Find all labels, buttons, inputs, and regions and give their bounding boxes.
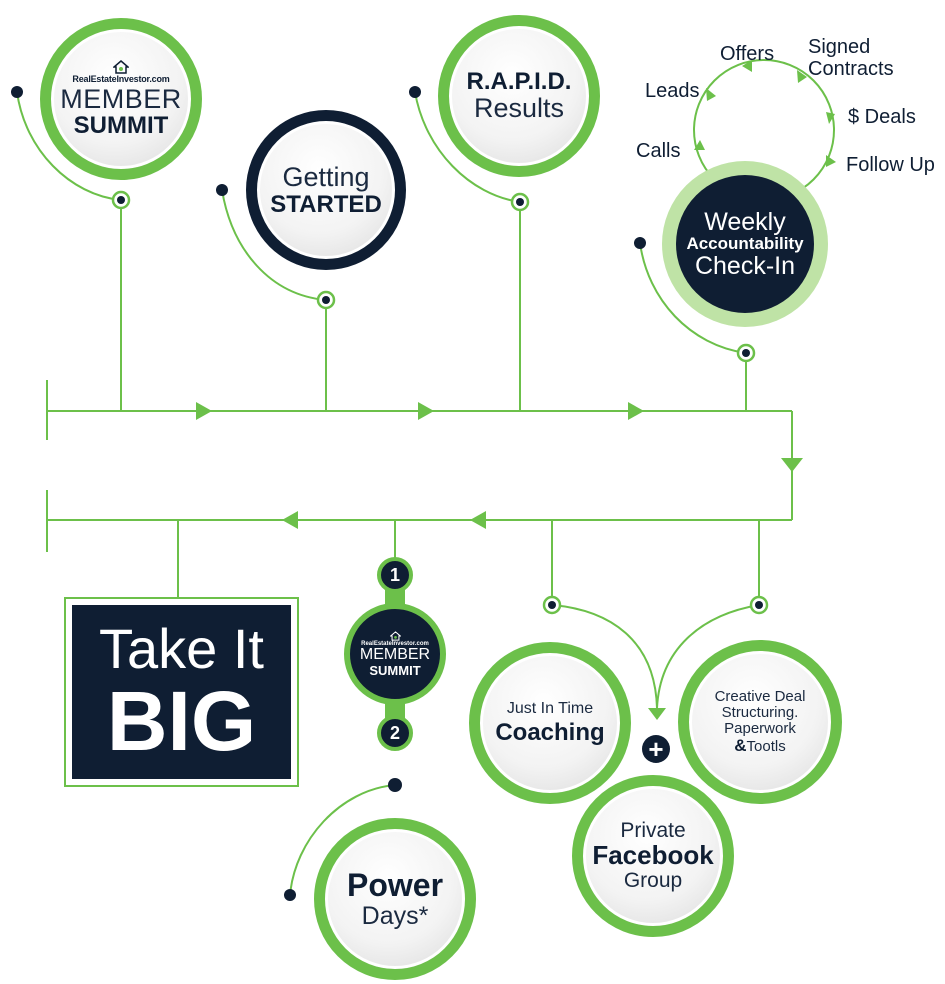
ampersand-text: & xyxy=(734,735,747,755)
step-2-badge: 2 xyxy=(377,715,413,751)
house-logo-icon xyxy=(113,59,129,74)
small-summit-text: SUMMIT xyxy=(369,662,421,678)
weekly-text: Weekly xyxy=(704,207,786,236)
summit-summit-text: SUMMIT xyxy=(73,112,169,140)
results-text: Results xyxy=(473,93,565,124)
cycle-offers-label: Offers xyxy=(720,43,775,65)
member-summit-circle: RealEstateInvestor.com MEMBER SUMMIT xyxy=(40,18,202,180)
rapid-results-circle: R.A.P.I.D. Results xyxy=(438,15,600,177)
checkin-text: Check-In xyxy=(694,251,796,280)
step-1-badge: 1 xyxy=(377,557,413,593)
getting-text: Getting xyxy=(282,162,370,193)
cycle-follow-up-label: Follow Up xyxy=(846,154,935,176)
started-text: STARTED xyxy=(270,190,382,218)
small-summit-logo-text: RealEstateInvestor.com xyxy=(361,640,429,647)
creative-deal-text: Creative Deal xyxy=(714,688,806,706)
plus-icon: + xyxy=(642,735,670,763)
tootls-text: Tootls xyxy=(746,737,786,755)
paperwork-text: Paperwork xyxy=(724,719,796,737)
member-summit-small-circle: RealEstateInvestor.com MEMBER SUMMIT xyxy=(344,603,446,705)
take-it-big-box: Take It BIG xyxy=(64,597,299,787)
private-text: Private xyxy=(620,819,686,843)
cycle-contracts-label: Contracts xyxy=(808,58,894,80)
getting-started-circle: Getting STARTED xyxy=(246,110,406,270)
weekly-checkin-circle: Weekly Accountability Check-In xyxy=(662,161,828,327)
power-days-circle: Power Days* xyxy=(314,818,476,980)
summit-member-text: MEMBER xyxy=(60,83,182,114)
accountability-text: Accountability xyxy=(686,234,804,254)
structuring-text: Structuring. xyxy=(721,704,799,722)
cycle-deals-label: $ Deals xyxy=(848,106,916,128)
power-text: Power xyxy=(346,867,444,904)
take-it-text: Take It xyxy=(99,617,264,680)
coaching-text: Coaching xyxy=(495,719,605,747)
creative-deal-circle: Creative Deal Structuring. Paperwork &To… xyxy=(678,640,842,804)
facebook-group-circle: Private Facebook Group xyxy=(572,775,734,937)
just-in-time-text: Just In Time xyxy=(506,699,594,717)
group-text: Group xyxy=(623,868,683,892)
coaching-circle: Just In Time Coaching xyxy=(469,642,631,804)
days-text: Days* xyxy=(361,901,429,930)
house-logo-small-icon xyxy=(389,630,401,641)
cycle-calls-label: Calls xyxy=(636,140,681,162)
small-member-text: MEMBER xyxy=(359,645,431,663)
big-text: BIG xyxy=(106,674,257,768)
facebook-text: Facebook xyxy=(592,840,714,871)
cycle-leads-label: Leads xyxy=(645,80,700,102)
rapid-text: R.A.P.I.D. xyxy=(466,68,572,96)
cycle-signed-label: Signed xyxy=(808,36,871,58)
summit-logo-text: RealEstateInvestor.com xyxy=(72,73,170,84)
